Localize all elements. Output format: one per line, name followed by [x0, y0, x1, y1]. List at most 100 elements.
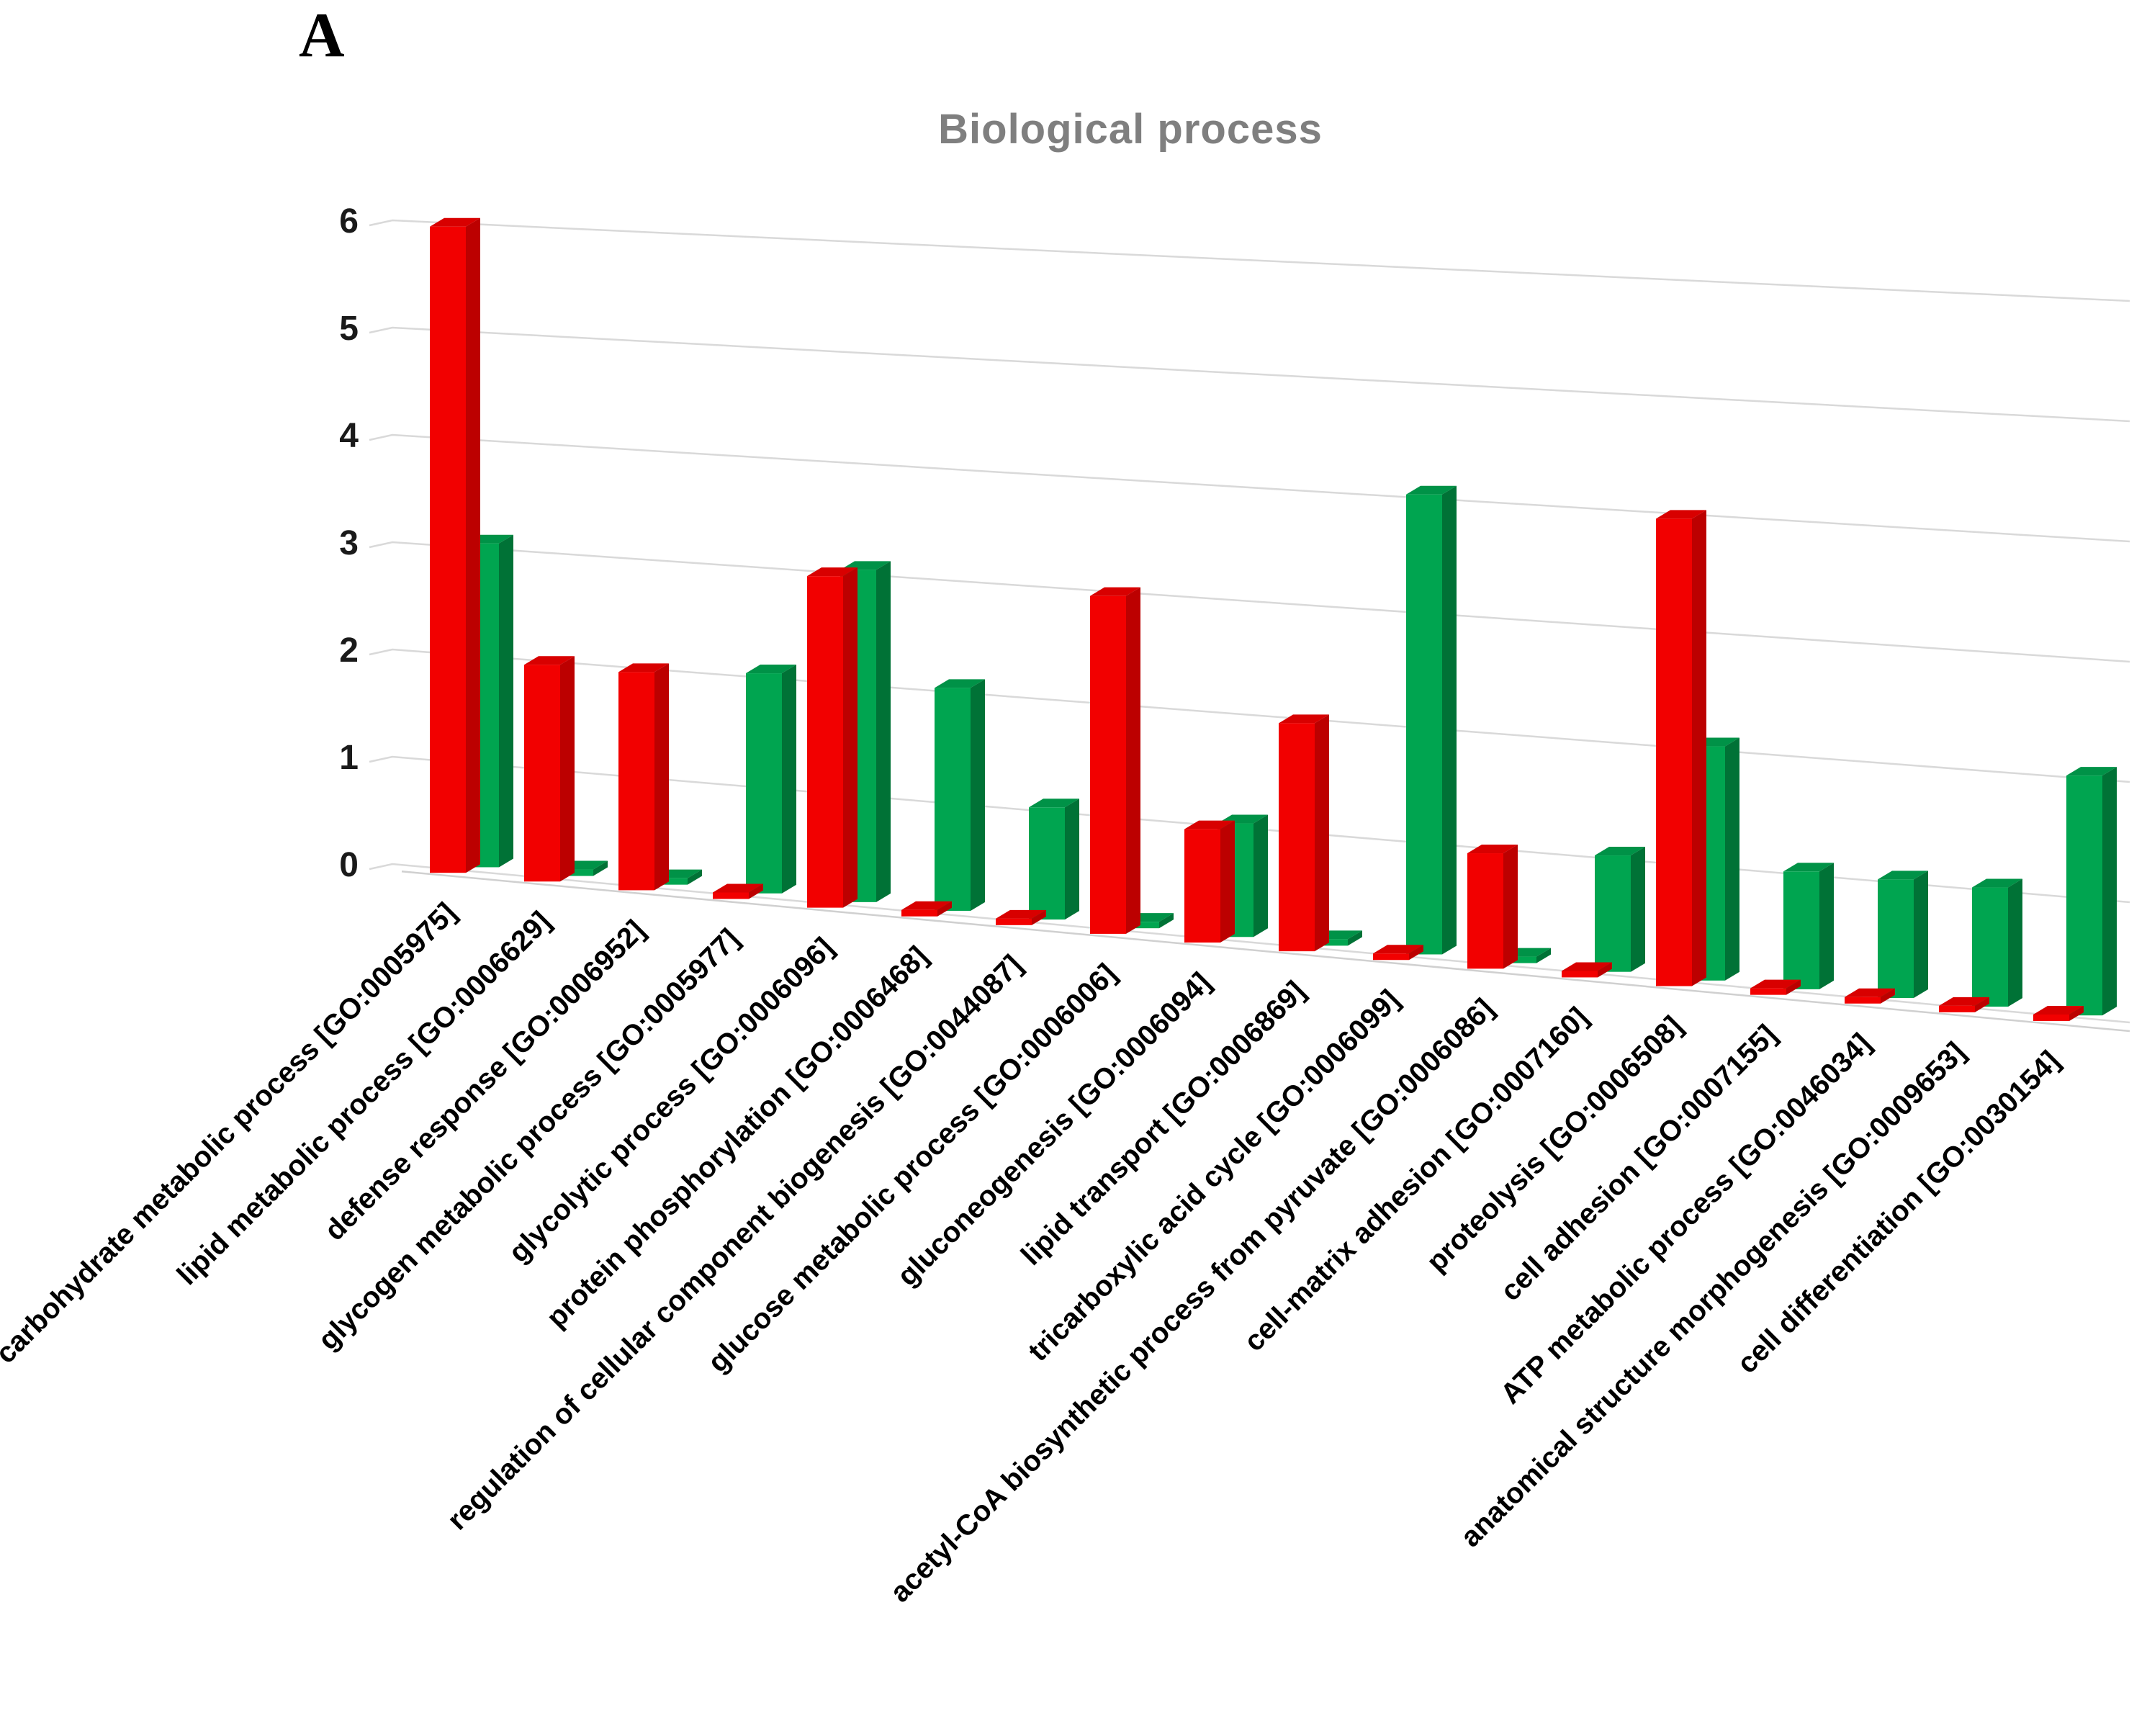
bar-side-face: [937, 901, 952, 917]
bar-front-face: [524, 665, 560, 882]
bar-green-5: [935, 679, 985, 911]
bar-front-face: [1656, 518, 1692, 986]
bar-front-face: [1029, 807, 1065, 920]
category-label: carbohydrate metabolic process [GO:00059…: [0, 896, 462, 1370]
bar-red-10: [1373, 945, 1423, 961]
category-label: protein phosphorylation [GO:0006468]: [541, 940, 935, 1334]
bar-red-17: [2033, 1005, 2084, 1021]
bar-top-face: [935, 679, 985, 688]
bar-top-face: [1972, 878, 2022, 888]
bar-side-face: [688, 869, 702, 885]
bar-red-9: [1279, 714, 1329, 952]
bar-front-face: [807, 576, 843, 908]
bar-front-face: [1972, 887, 2008, 1007]
bar-red-12: [1562, 962, 1612, 978]
chart-title: Biological process: [938, 106, 1323, 153]
bar-side-face: [466, 217, 480, 873]
category-label: tricarboxylic acid cycle [GO:0006099]: [1022, 984, 1406, 1367]
bar-red-5: [901, 901, 952, 917]
bar-top-face: [1373, 945, 1423, 954]
bar-top-face: [2066, 767, 2117, 776]
bar-front-face: [557, 869, 593, 876]
bar-green-6: [1029, 799, 1079, 920]
bar-top-face: [807, 567, 858, 577]
bar-side-face: [1631, 847, 1645, 972]
bar-top-face: [1595, 847, 1645, 856]
bar-side-face: [1536, 948, 1551, 963]
bar-side-face: [1914, 871, 1928, 999]
category-label: anatomical structure morphogenesis [GO:0…: [1454, 1036, 1971, 1553]
bar-front-face: [2033, 1014, 2069, 1021]
bar-front-face: [996, 918, 1032, 925]
bar-red-4: [807, 567, 858, 908]
bar-front-face: [1939, 1005, 1975, 1012]
bar-top-face: [1562, 962, 1612, 971]
bar-front-face: [1406, 494, 1442, 955]
bar-top-face: [746, 665, 796, 674]
bar-side-face: [1819, 863, 1834, 989]
bar-side-face: [1348, 930, 1362, 946]
bar-top-face: [524, 656, 575, 665]
bar-red-11: [1467, 845, 1518, 969]
bar-front-face: [1750, 988, 1786, 995]
bar-front-face: [2066, 775, 2102, 1016]
bar-front-face: [1500, 956, 1536, 963]
floor-edge-line: [401, 871, 2130, 1033]
bar-front-face: [1467, 853, 1503, 969]
bar-top-face: [1878, 871, 1928, 880]
bar-front-face: [1845, 997, 1881, 1004]
gridline: [369, 541, 2130, 663]
bar-side-face: [499, 534, 513, 868]
bar-top-face: [1467, 845, 1518, 854]
bar-front-face: [901, 909, 937, 917]
bar-top-face: [1783, 863, 1834, 872]
bar-top-face: [1279, 714, 1329, 724]
bar-front-face: [935, 688, 971, 911]
gridline: [369, 219, 2130, 302]
bar-side-face: [1032, 909, 1046, 925]
bar-side-face: [1598, 962, 1612, 978]
y-axis-tick-label: 2: [339, 631, 359, 670]
bar-red-6: [996, 909, 1046, 925]
bar-front-face: [1878, 879, 1914, 999]
bar-front-face: [1184, 829, 1220, 943]
y-axis-tick-label: 5: [339, 310, 359, 348]
bar-top-face: [430, 217, 480, 227]
bar-top-face: [1090, 587, 1140, 596]
bar-red-0: [430, 217, 480, 873]
bar-green-16: [1972, 878, 2022, 1007]
bar-top-face: [1029, 799, 1079, 808]
bar-side-face: [1692, 510, 1706, 986]
bar-side-face: [654, 663, 669, 891]
bar-top-face: [618, 663, 669, 673]
bar-red-13: [1656, 510, 1706, 986]
bar-side-face: [782, 665, 796, 894]
bar-side-face: [843, 567, 858, 908]
bar-top-face: [713, 883, 763, 893]
bar-front-face: [1595, 855, 1631, 972]
bar-side-face: [971, 679, 985, 911]
bar-red-14: [1750, 979, 1801, 995]
bar-side-face: [876, 561, 891, 902]
gridline: [369, 863, 2130, 1024]
y-axis-tick-label: 0: [339, 846, 359, 884]
panel-label: A: [299, 1, 345, 71]
y-axis-tick-label: 3: [339, 524, 359, 562]
bar-side-face: [560, 656, 575, 882]
bar-green-14: [1783, 863, 1834, 989]
bar-side-face: [1220, 820, 1235, 943]
bar-red-2: [618, 663, 669, 891]
bar-side-face: [2008, 878, 2022, 1007]
bar-side-face: [1881, 988, 1895, 1004]
bar-front-face: [1279, 723, 1315, 952]
y-axis-tick-label: 6: [339, 202, 359, 240]
bar-green-12: [1595, 847, 1645, 972]
bar-side-face: [2069, 1005, 2084, 1021]
bar-green-15: [1878, 871, 1928, 999]
bar-side-face: [1315, 714, 1329, 952]
bar-side-face: [1786, 979, 1801, 995]
bar-red-8: [1184, 820, 1235, 943]
bar-side-face: [1126, 587, 1140, 934]
bar-red-1: [524, 656, 575, 882]
